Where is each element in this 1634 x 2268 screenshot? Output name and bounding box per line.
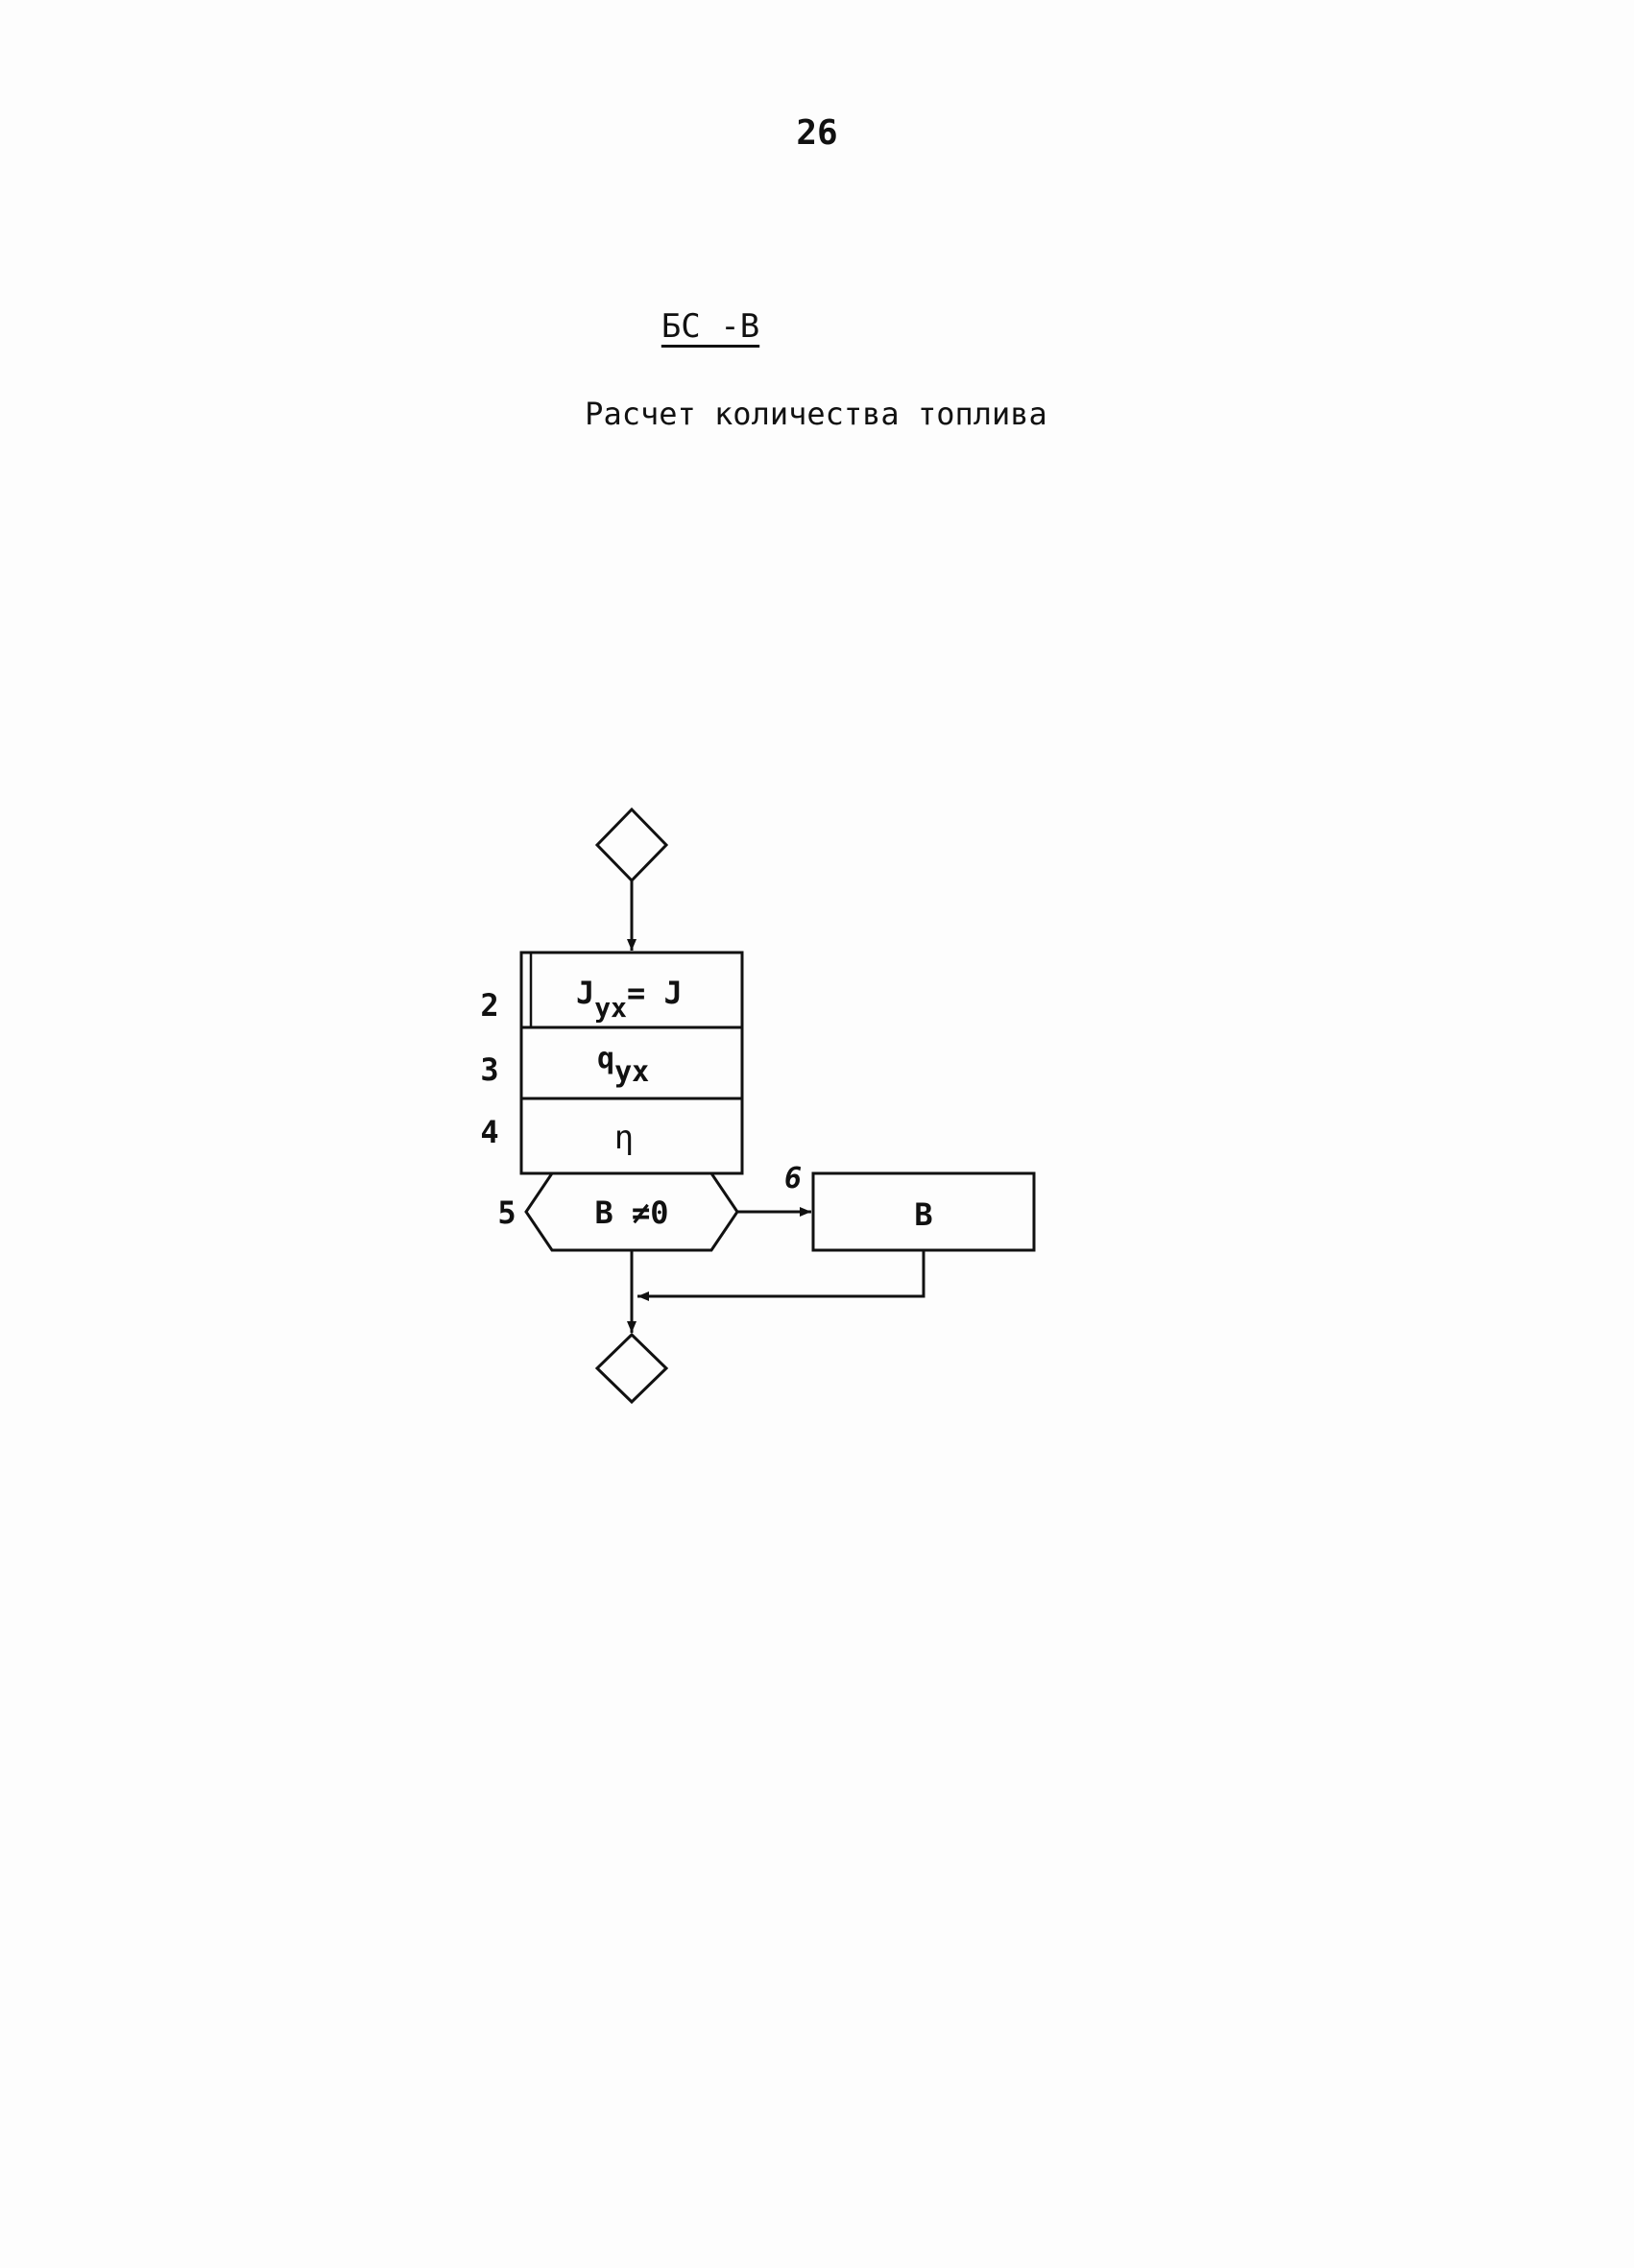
block-2-label: Jух= J [576, 975, 683, 1024]
block-number-3: 3 [480, 1051, 498, 1088]
diagram-subtitle: Расчет количества топлива [585, 396, 1047, 432]
block-3-label-sub: ух [614, 1055, 649, 1089]
block-4-label-main: η [614, 1119, 634, 1157]
process-label: В [914, 1196, 932, 1233]
end-connector [594, 1332, 669, 1405]
block-2-label-main: J [576, 975, 594, 1011]
decision-label: В ≠0 [594, 1194, 668, 1231]
block-number-4: 4 [480, 1114, 498, 1150]
decision-block [524, 1171, 739, 1252]
page-number: 26 [796, 113, 838, 153]
block-2-label-sub: ух [594, 992, 627, 1024]
block-3-label-main: q [597, 1042, 614, 1075]
block-4-label: η [614, 1119, 634, 1157]
start-connector [594, 807, 669, 883]
block-2-label-tail: = J [627, 975, 683, 1011]
process-number: 6 [784, 1162, 802, 1195]
block-number-2: 2 [480, 987, 498, 1024]
flow-line-return [637, 1250, 925, 1301]
decision-number: 5 [497, 1194, 516, 1231]
block-code-title: БС -В [661, 307, 760, 346]
block-3-label: qух [597, 1042, 649, 1089]
